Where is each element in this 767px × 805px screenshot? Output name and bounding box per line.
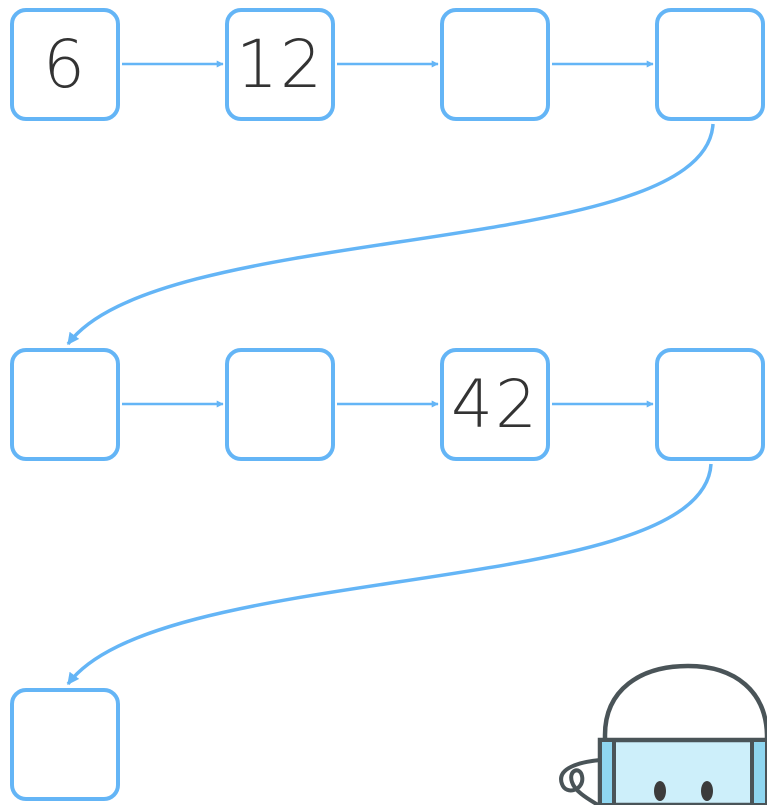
- sequence-box-8[interactable]: [655, 348, 765, 461]
- box-value: 12: [236, 25, 324, 103]
- sequence-box-1: 6: [10, 8, 120, 121]
- arrow-8-to-9: [66, 463, 713, 686]
- sequence-box-7: 42: [440, 348, 550, 461]
- sequence-box-9[interactable]: [10, 688, 120, 801]
- sequence-box-4[interactable]: [655, 8, 765, 121]
- sequence-box-5[interactable]: [10, 348, 120, 461]
- box-value: 42: [451, 365, 539, 443]
- box-value: 6: [43, 25, 87, 103]
- sequence-box-6[interactable]: [225, 348, 335, 461]
- arrow-4-to-5: [66, 123, 715, 346]
- sequence-box-3[interactable]: [440, 8, 550, 121]
- robot-mascot-icon: [559, 663, 767, 805]
- sequence-box-2: 12: [225, 8, 335, 121]
